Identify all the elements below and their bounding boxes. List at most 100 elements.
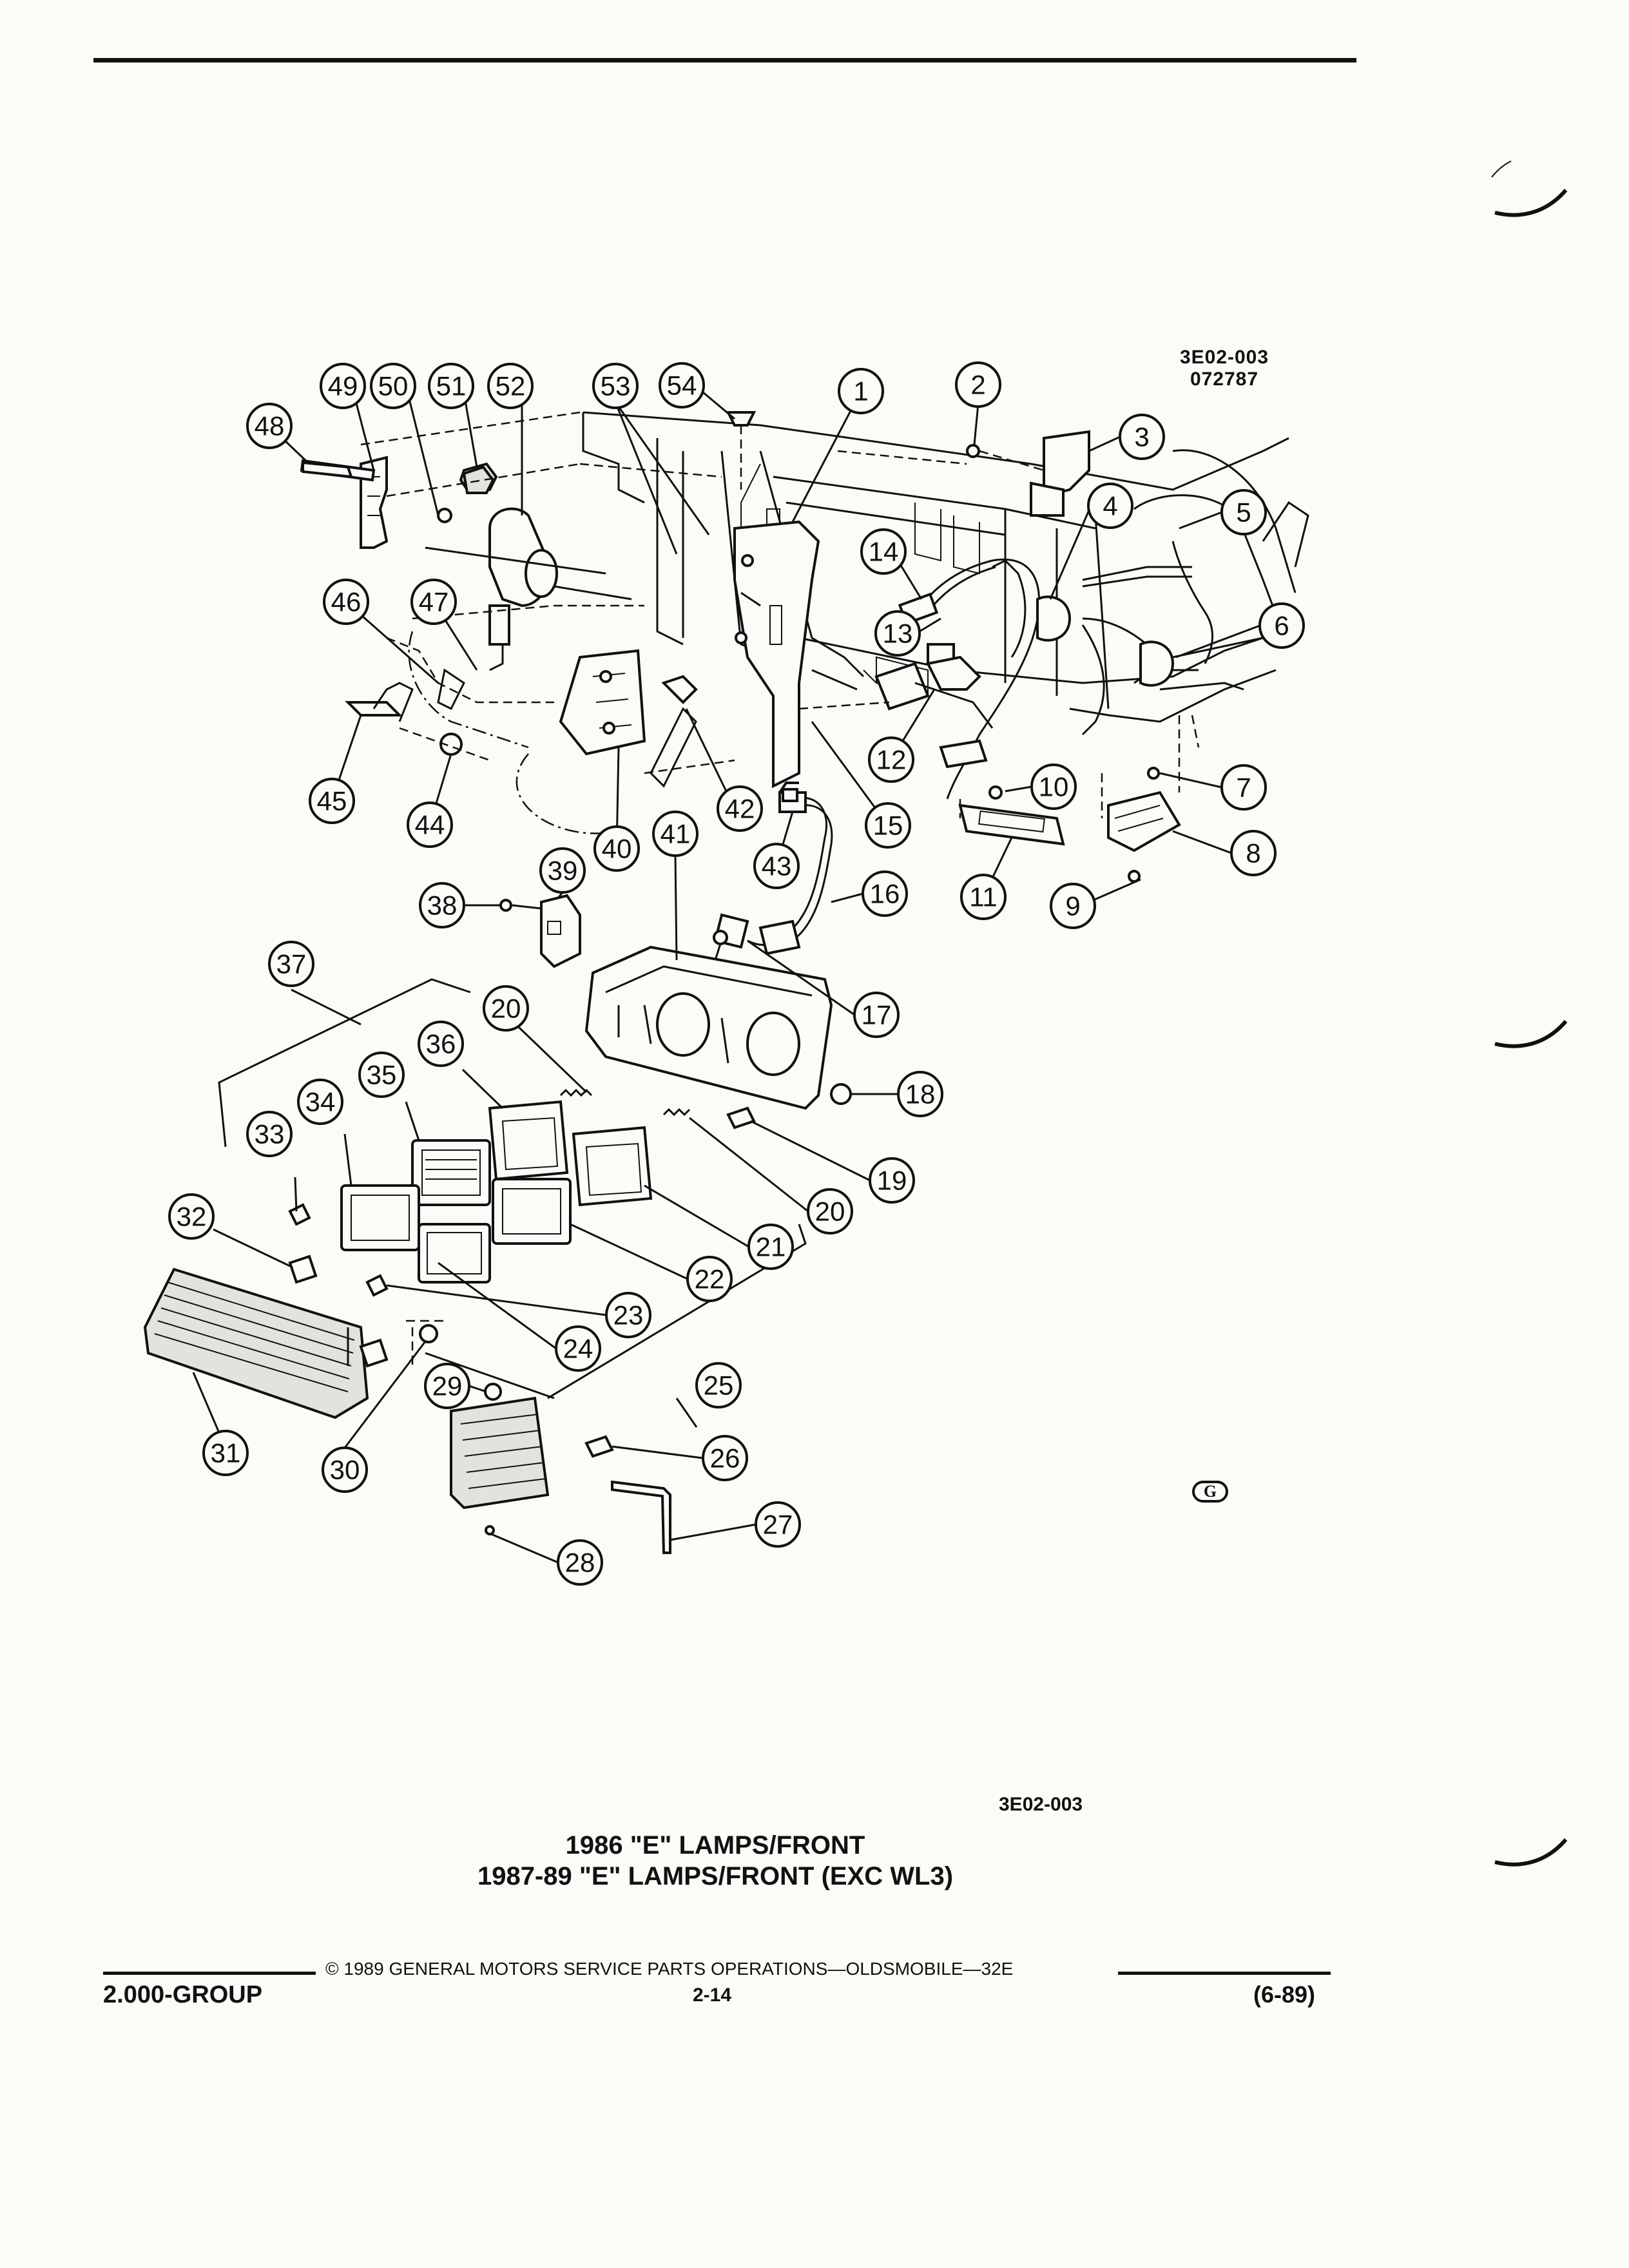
side-marker-socket-6 [1139, 637, 1264, 687]
svg-text:19: 19 [877, 1166, 907, 1196]
svg-text:35: 35 [367, 1060, 397, 1090]
svg-text:54: 54 [667, 370, 697, 401]
svg-text:15: 15 [873, 811, 903, 841]
svg-text:11: 11 [969, 882, 998, 912]
callout-16: 16 [862, 870, 908, 917]
callout-47: 47 [410, 579, 457, 625]
svg-text:5: 5 [1236, 497, 1251, 528]
figure-code-header: 3E02-003 072787 [1160, 347, 1289, 390]
binder-mark-1 [1494, 189, 1568, 217]
svg-text:50: 50 [378, 371, 409, 401]
svg-text:44: 44 [415, 810, 445, 840]
link-rods [345, 668, 490, 762]
callout-18: 18 [897, 1071, 943, 1117]
support-bracket-1 [733, 520, 820, 789]
headlamp-bulb-35 [411, 1139, 491, 1206]
callout-2: 2 [955, 361, 1001, 408]
svg-text:13: 13 [883, 619, 913, 649]
svg-text:25: 25 [704, 1370, 734, 1401]
figure-code-top: 3E02-003 [1179, 347, 1269, 368]
svg-text:12: 12 [876, 745, 907, 775]
svg-text:39: 39 [548, 856, 578, 886]
svg-text:47: 47 [419, 587, 449, 617]
callout-53: 53 [592, 363, 639, 409]
screw-26 [584, 1435, 614, 1458]
spring-20-upper [559, 1088, 593, 1097]
callout-21: 21 [747, 1224, 794, 1270]
callout-5: 5 [1220, 489, 1267, 535]
callout-54: 54 [659, 362, 705, 408]
grille-31 [143, 1267, 389, 1419]
date-code-top: 072787 [1190, 369, 1259, 390]
svg-text:52: 52 [496, 371, 526, 401]
callout-33: 33 [246, 1111, 293, 1157]
headlamp-bulb-22 [492, 1178, 572, 1245]
callout-1: 1 [838, 368, 884, 414]
callout-34: 34 [297, 1079, 343, 1125]
callout-12: 12 [868, 736, 914, 783]
footer-rule-left [103, 1972, 316, 1975]
svg-text:2: 2 [970, 370, 985, 400]
callout-20-upper: 20 [483, 985, 529, 1032]
callout-15: 15 [865, 802, 911, 849]
callout-4: 4 [1087, 483, 1133, 529]
callout-48: 48 [246, 403, 293, 449]
svg-text:36: 36 [426, 1029, 456, 1059]
svg-text:38: 38 [427, 890, 458, 921]
callout-31: 31 [202, 1430, 249, 1476]
svg-text:32: 32 [177, 1202, 207, 1232]
callout-10: 10 [1030, 764, 1077, 810]
svg-text:49: 49 [328, 371, 358, 401]
callout-11: 11 [960, 874, 1007, 920]
figure-code-bottom: 3E02-003 [999, 1794, 1083, 1815]
spring-20-lower [662, 1108, 691, 1117]
retainer-32 [288, 1254, 318, 1284]
callout-26: 26 [702, 1435, 748, 1481]
callout-39: 39 [539, 847, 586, 894]
svg-text:20: 20 [491, 994, 521, 1024]
svg-text:42: 42 [725, 794, 755, 824]
svg-text:48: 48 [255, 411, 285, 441]
park-turn-lamp-28 [450, 1383, 550, 1535]
callout-22: 22 [686, 1256, 733, 1302]
headlamp-bezel-36 [488, 1100, 569, 1181]
callout-36: 36 [418, 1021, 464, 1067]
callout-28: 28 [557, 1539, 603, 1586]
tool-27 [611, 1480, 671, 1554]
callout-19: 19 [869, 1157, 915, 1204]
svg-text:41: 41 [660, 819, 691, 849]
svg-text:46: 46 [331, 587, 361, 617]
bolt-48 [302, 461, 353, 479]
bolt-54 [726, 411, 757, 427]
svg-text:14: 14 [869, 537, 899, 567]
footer-copyright: © 1989 GENERAL MOTORS SERVICE PARTS OPER… [325, 1959, 1014, 1979]
callout-7: 7 [1220, 764, 1267, 811]
headlamp-bulb-24 [418, 1223, 491, 1283]
callout-51: 51 [428, 363, 474, 409]
screw-19 [726, 1106, 756, 1129]
svg-text:4: 4 [1103, 491, 1117, 521]
svg-text:18: 18 [905, 1079, 936, 1110]
binder-mark-3 [1494, 1838, 1568, 1867]
callout-52: 52 [487, 363, 534, 409]
svg-text:16: 16 [870, 879, 900, 909]
callout-50: 50 [370, 363, 416, 409]
top-rule [93, 58, 1356, 62]
svg-text:26: 26 [710, 1443, 740, 1474]
headlamp-bezel-21 [572, 1126, 653, 1207]
binder-mark-2 [1494, 1020, 1568, 1048]
svg-text:22: 22 [695, 1264, 725, 1294]
figure-title: 1986 "E" LAMPS/FRONT 1987-89 "E" LAMPS/F… [322, 1830, 1108, 1892]
callout-27: 27 [755, 1501, 801, 1548]
svg-text:30: 30 [330, 1455, 360, 1485]
svg-text:33: 33 [255, 1119, 285, 1149]
headlamp-housing-41 [584, 930, 833, 1110]
callout-17: 17 [853, 992, 900, 1038]
svg-text:8: 8 [1246, 838, 1260, 869]
svg-text:17: 17 [862, 1000, 892, 1030]
svg-text:31: 31 [211, 1438, 241, 1468]
callout-40: 40 [593, 825, 640, 872]
screw-23 [365, 1274, 389, 1297]
callout-42: 42 [717, 785, 763, 832]
